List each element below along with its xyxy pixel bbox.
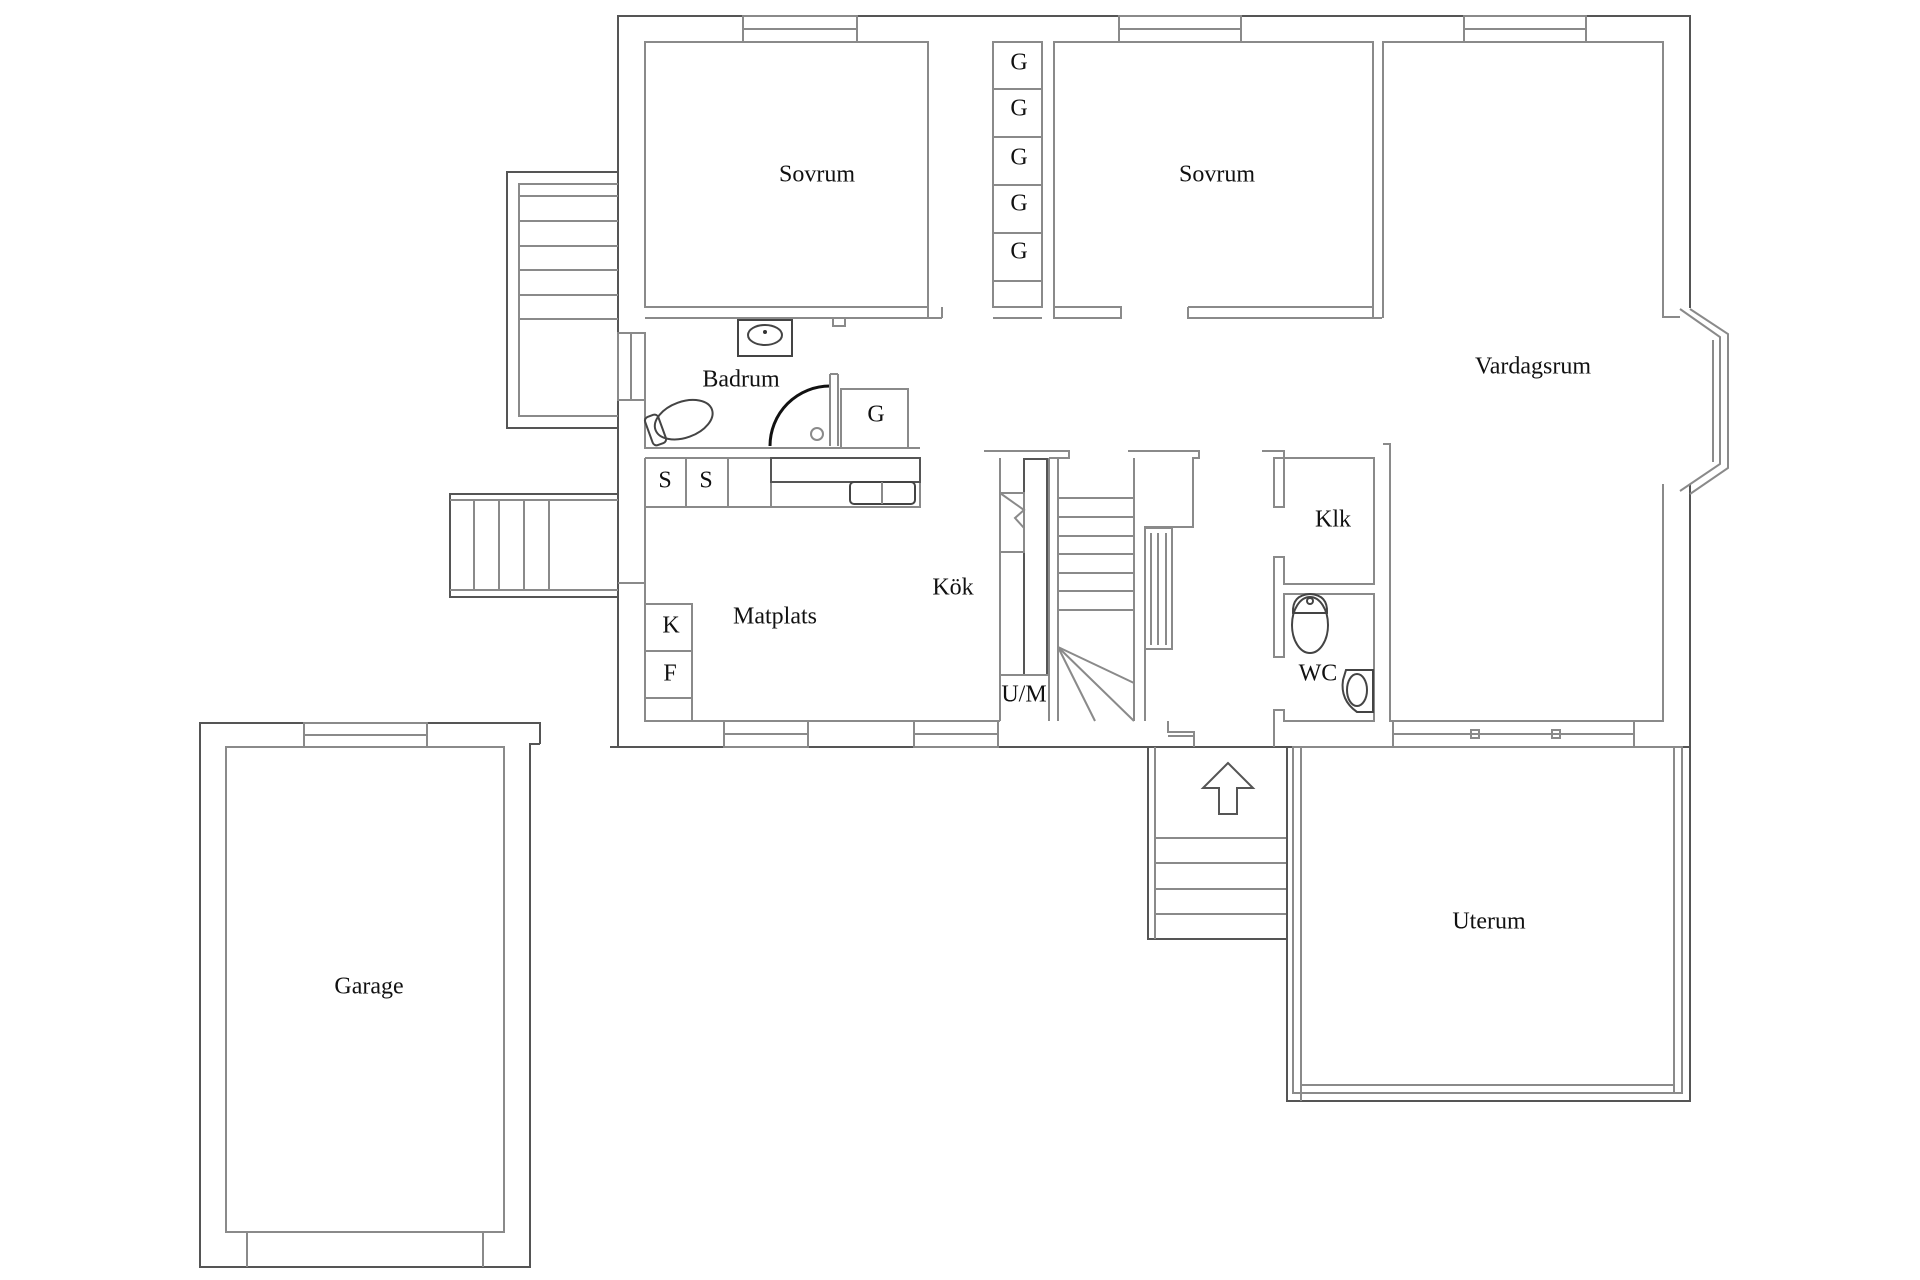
room-label-sovrum-2: Sovrum: [1179, 162, 1255, 188]
up-arrow-icon: [1200, 761, 1256, 815]
wardrobe-column: G G G G G: [993, 50, 1042, 282]
kitchen-counter: [644, 457, 921, 508]
room-label-sovrum-1: Sovrum: [779, 162, 855, 188]
room-label-kok: Kök: [932, 575, 973, 601]
dining-kitchen: [618, 507, 1000, 748]
room-label-wc: WC: [1299, 661, 1338, 687]
fridge-label: K: [662, 613, 680, 639]
left-lower-stairs: [449, 493, 618, 598]
wardrobe-label: G: [1010, 191, 1027, 217]
room-label-klk: Klk: [1315, 507, 1351, 533]
bath-wardrobe-label: G: [867, 402, 884, 428]
entry-stairs: [1147, 747, 1288, 940]
room-label-badrum: Badrum: [702, 367, 780, 393]
closet-and-wc: [1262, 450, 1375, 747]
garage: [199, 722, 541, 1268]
wardrobe-label: G: [1010, 145, 1027, 171]
storage-label: S: [658, 468, 671, 494]
room-label-matplats: Matplats: [733, 604, 817, 630]
bathroom: [643, 319, 920, 449]
room-label-garage: Garage: [334, 974, 403, 1000]
wardrobe-label: G: [1010, 50, 1027, 76]
living-bottom-window: [1392, 720, 1635, 748]
label-um: U/M: [1001, 682, 1046, 708]
wardrobe-label: G: [1010, 96, 1027, 122]
room-label-uterum: Uterum: [1452, 909, 1526, 935]
wardrobe-label: G: [1010, 239, 1027, 265]
freezer-label: F: [663, 661, 676, 687]
room-label-vardagsrum: Vardagsrum: [1475, 354, 1591, 380]
storage-label: S: [699, 468, 712, 494]
stairwell: [984, 450, 1200, 747]
sunroom: [1286, 746, 1691, 1102]
left-upper-porch: [506, 171, 646, 429]
